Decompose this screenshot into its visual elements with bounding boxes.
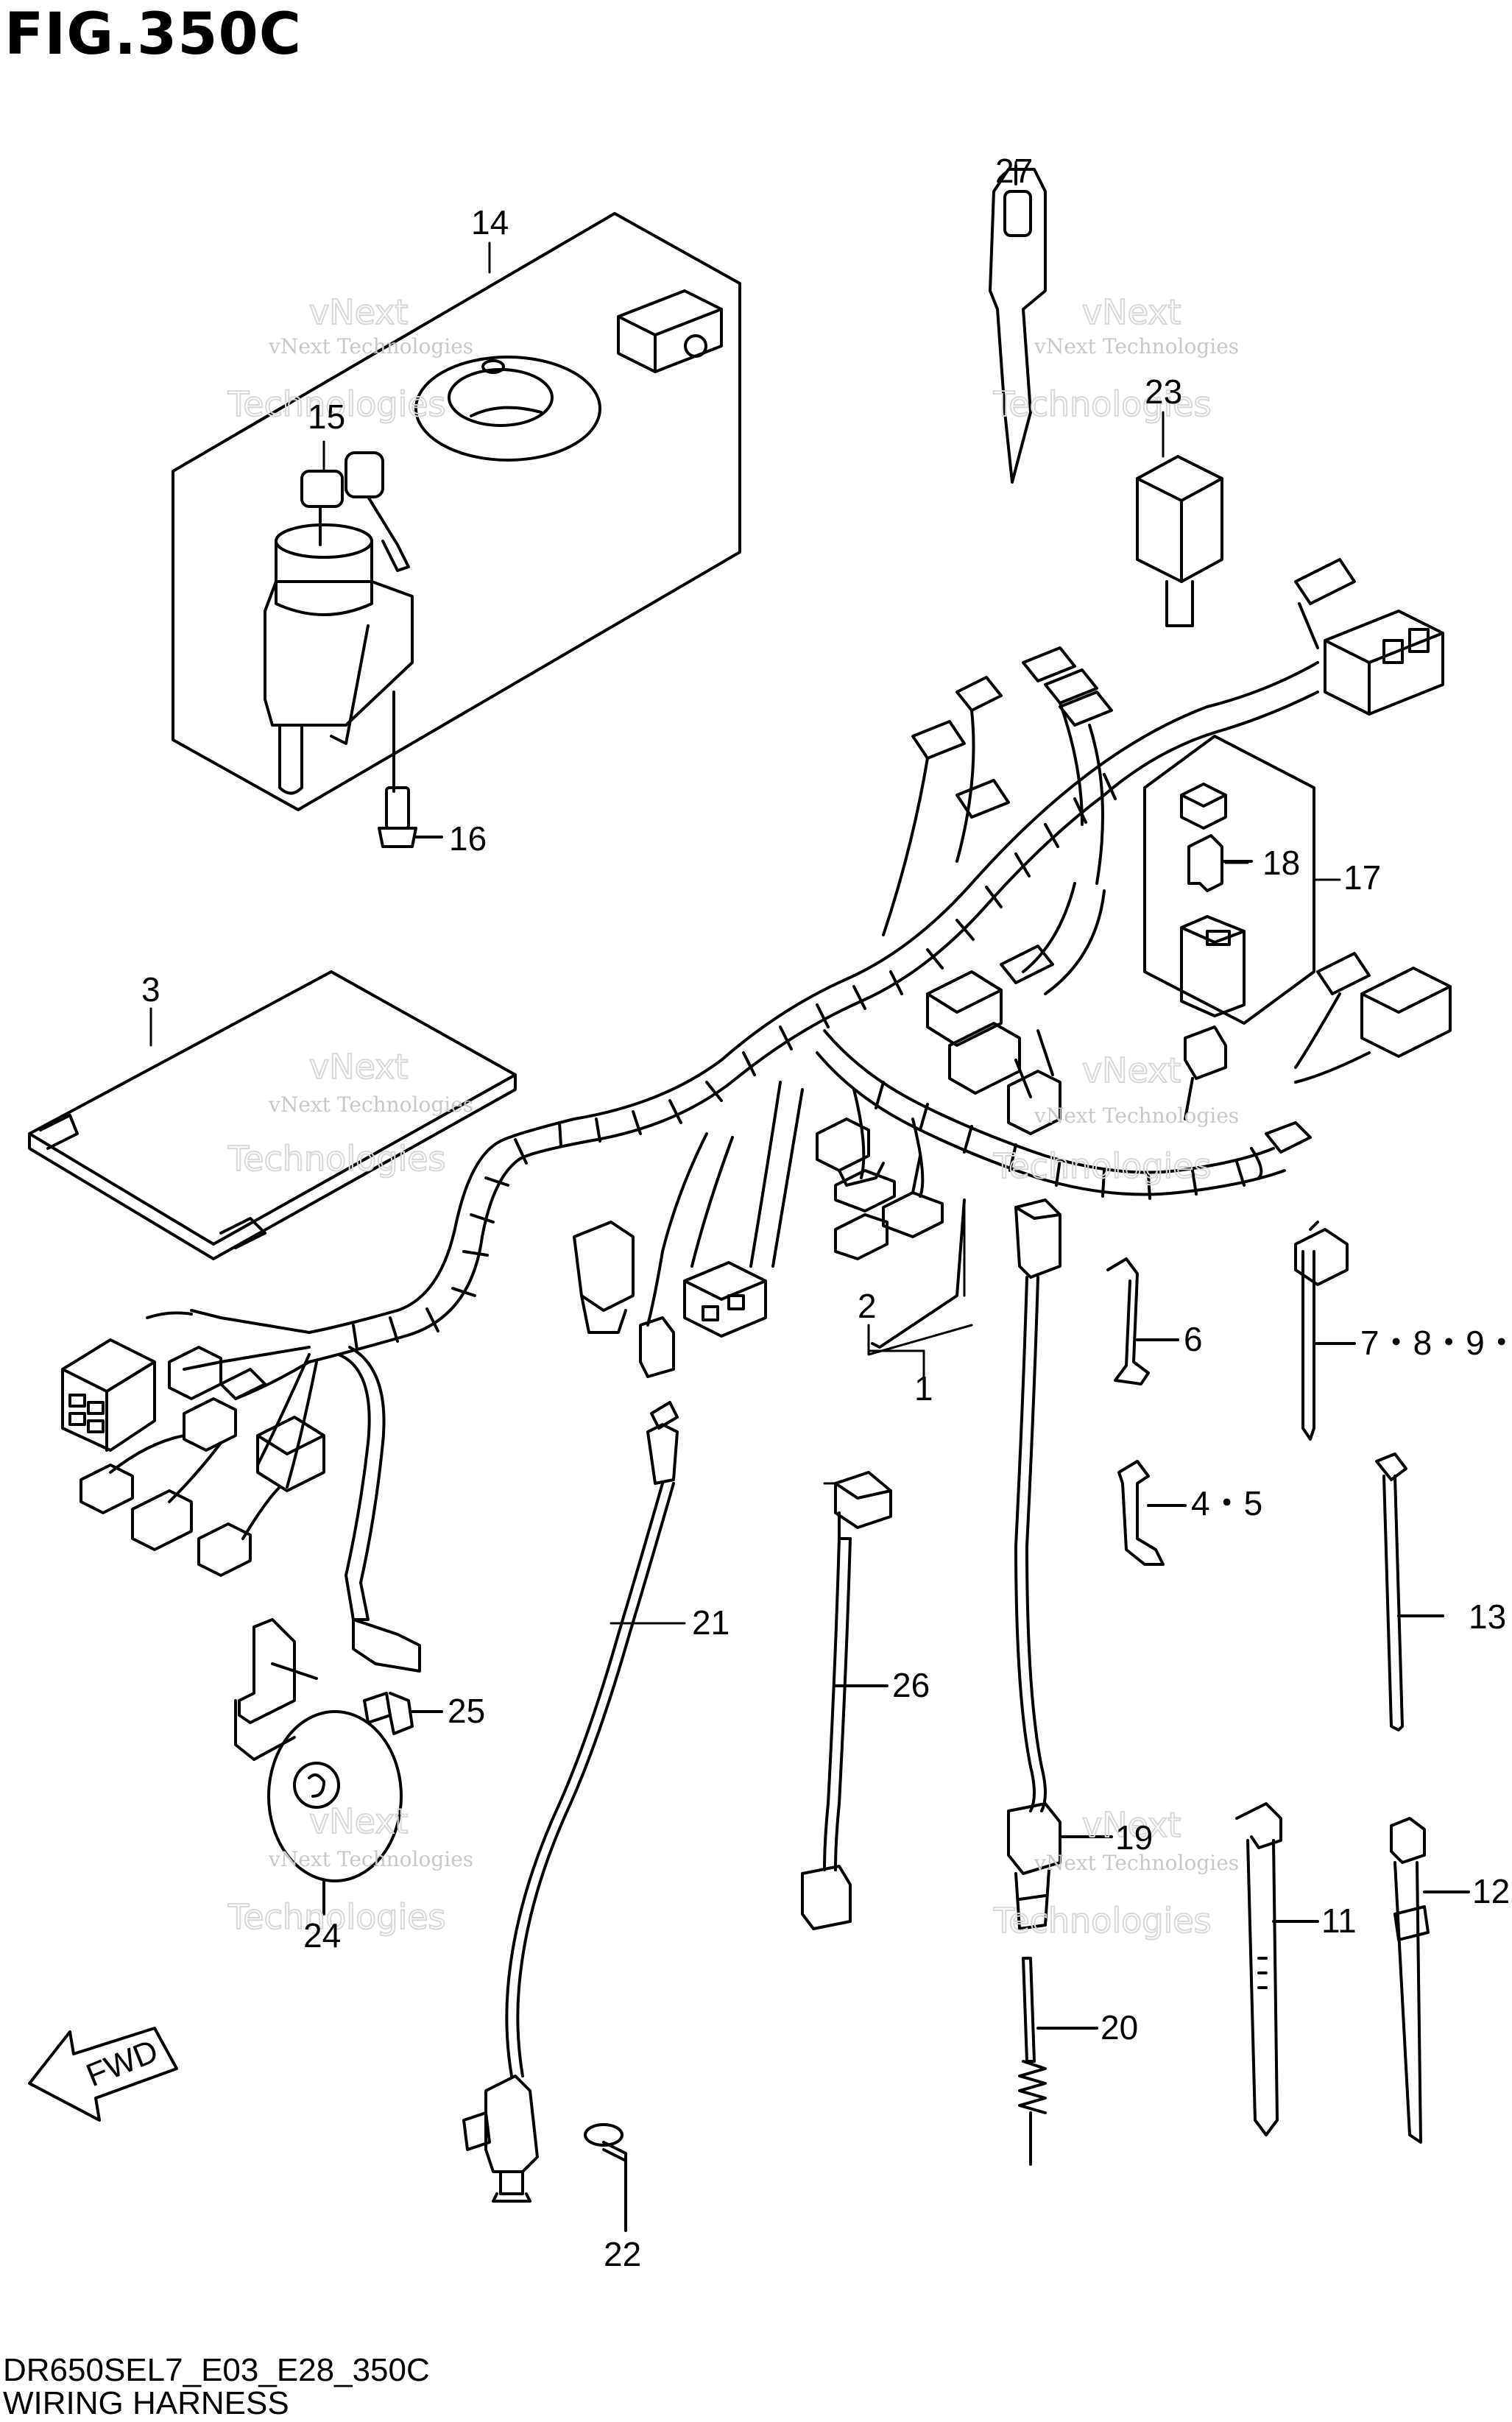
cable-tie-13 [1375,1452,1444,1731]
fuel-cap-lock [414,356,601,462]
watermark-outline: vNext [1082,1805,1181,1845]
switch-assembly-21 [462,1401,679,2203]
connectors-1-2 [816,1088,966,1349]
watermark-outline: Technologies [993,384,1212,424]
screw-16 [378,691,443,848]
callout-12: 12 [1472,1872,1510,1910]
watermarks: vNext Technologies vNext Technologies vN… [227,292,1239,1941]
watermark-text: vNext Technologies [268,334,473,359]
fuse-box-set-17 [1143,735,1315,1025]
watermark-outline: vNext [309,1047,408,1087]
top-center-connectors [882,646,1113,995]
watermark-text: vNext Technologies [268,1847,473,1871]
middle-connector-cluster [926,945,1061,1135]
left-drop-connectors [573,1081,804,1378]
callout-4-5: 4・5 [1191,1484,1262,1522]
watermark-text: vNext Technologies [1034,1851,1239,1875]
horn-24 [234,1618,403,1916]
ignition-switch-set-box [172,212,741,811]
model-code: DR650SEL7_E03_E28_350C [3,2352,430,2388]
clamp-6 [1106,1257,1179,1385]
relay-23 [1136,455,1223,627]
watermark-outline: vNext [1082,292,1181,332]
ignition-keys [300,451,410,572]
callout-16: 16 [449,819,487,858]
callout-14: 14 [471,203,509,241]
callout-3: 3 [141,970,160,1009]
watermark-outline: vNext [309,1801,408,1841]
seat-lock-cylinder [617,289,723,373]
upper-right-connector [1294,558,1444,716]
watermark-outline: vNext [309,292,408,332]
watermark-outline: Technologies [993,1146,1212,1186]
watermark-outline: vNext [1082,1051,1181,1090]
callout-17: 17 [1343,858,1381,897]
cable-ties-7-10 [1294,1221,1356,1441]
ignition-switch-body [264,523,414,795]
callout-13: 13 [1469,1597,1506,1636]
callout-19: 19 [1115,1818,1153,1857]
callout-18: 18 [1262,844,1300,882]
left-end-connector-bundle [61,1309,421,1673]
figure-title: FIG.350C [4,1,303,68]
callout-7-8-9-10: 7・8・9・10 [1360,1324,1512,1362]
callout-15: 15 [308,398,345,436]
callout-23: 23 [1145,373,1182,411]
watermark-outline: Technologies [227,1897,446,1937]
watermark-text: vNext Technologies [1034,334,1239,359]
callout-24: 24 [303,1916,341,1955]
sensor-19 [1007,1198,1113,1930]
callout-20: 20 [1101,2008,1138,2047]
callout-27: 27 [995,152,1033,190]
callout-22: 22 [604,2235,641,2273]
callout-21: 21 [692,1603,729,1642]
callout-11: 11 [1321,1902,1357,1940]
clamp-4-5 [1117,1460,1187,1566]
sensor-26 [801,1471,892,1930]
watermark-text: vNext Technologies [268,1092,473,1117]
screw-22 [584,2123,627,2232]
band-11 [1235,1802,1319,2136]
watermark-outline: Technologies [993,1901,1212,1941]
fwd-label: FWD [81,2033,163,2094]
key-27 [989,164,1047,484]
owner-manual-3 [28,970,517,1260]
band-12 [1390,1817,1470,2144]
watermark-outline: Technologies [227,384,446,424]
callout-26: 26 [892,1666,930,1704]
forward-direction-arrow [28,2027,178,2122]
main-harness-trunk [308,661,1319,1363]
watermark-text: vNext Technologies [1034,1104,1239,1128]
screw-25 [363,1692,443,1735]
watermark-outline: Technologies [227,1139,446,1179]
figure-caption: WIRING HARNESS [3,2385,289,2421]
callout-1: 1 [914,1369,933,1408]
callout-6: 6 [1184,1320,1203,1358]
callout-2: 2 [858,1287,877,1325]
right-side-connectors [1184,952,1452,1179]
callout-labels: 27 14 15 23 16 18 17 3 6 7・8・9・10 2 1 4・… [141,152,1512,2273]
spring-20 [1018,1957,1098,2166]
leader-lines [149,160,1341,1625]
callout-25: 25 [448,1692,485,1730]
